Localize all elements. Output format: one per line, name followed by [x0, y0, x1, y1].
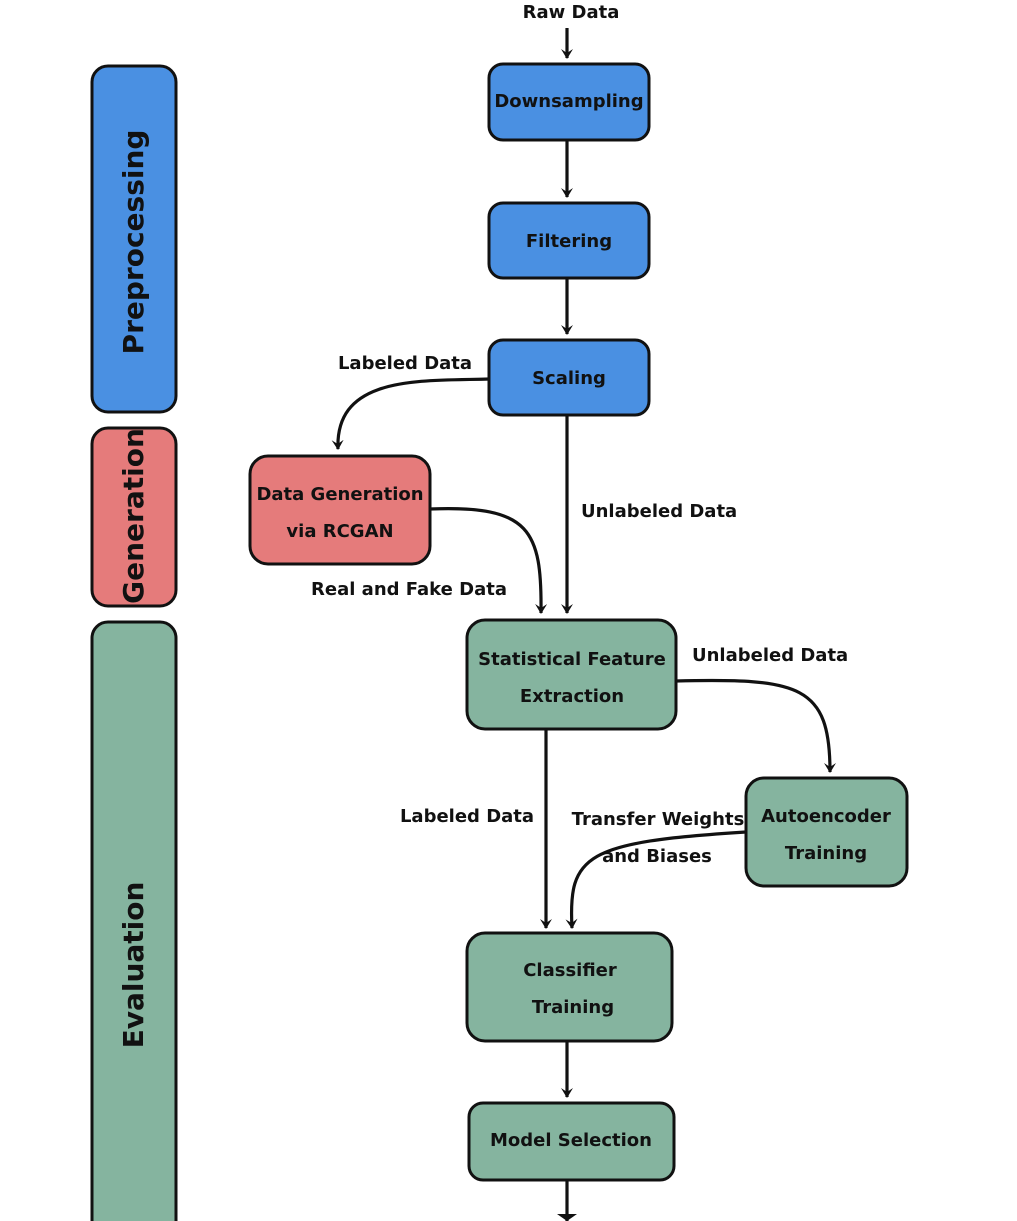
lane-evaluation-label: Evaluation — [117, 882, 150, 1049]
node-autoencoder-line2: Training — [785, 843, 867, 864]
edge-generation-features — [429, 506, 548, 614]
node-scaling: Scaling — [487, 338, 651, 417]
node-data-generation-line2: via RCGAN — [286, 521, 393, 542]
label-labeled-data-top: Labeled Data — [338, 353, 472, 374]
node-data-generation-line1: Data Generation — [256, 484, 423, 505]
node-model-selection: Model Selection — [467, 1101, 676, 1182]
node-autoencoder-line1: Autoencoder — [761, 806, 891, 827]
node-scaling-label: Scaling — [532, 368, 606, 389]
node-classifier-line2: Training — [532, 997, 614, 1018]
node-autoencoder: Autoencoder Training — [744, 776, 909, 888]
node-downsampling-label: Downsampling — [494, 91, 643, 112]
node-model-selection-label: Model Selection — [490, 1130, 652, 1151]
lane-generation-label: Generation — [117, 428, 150, 604]
edge-scaling-generation — [331, 377, 490, 450]
node-data-generation: Data Generation via RCGAN — [248, 454, 432, 566]
label-real-fake-data: Real and Fake Data — [311, 579, 507, 600]
lane-generation: Generation — [90, 426, 178, 608]
node-feature-extraction-line1: Statistical Feature — [478, 649, 666, 670]
label-unlabeled-data-right: Unlabeled Data — [692, 645, 848, 666]
node-feature-extraction: Statistical Feature Extraction — [465, 618, 678, 731]
edge-model-out-arrowhead — [557, 1214, 577, 1221]
edge-features-autoencoder — [675, 678, 836, 773]
label-and-biases: and Biases — [602, 846, 712, 867]
node-feature-extraction-line2: Extraction — [520, 686, 624, 707]
label-transfer-weights: Transfer Weights — [572, 809, 745, 830]
node-downsampling: Downsampling — [487, 62, 651, 142]
node-classifier-line1: Classifier — [523, 960, 617, 981]
label-unlabeled-data-main: Unlabeled Data — [581, 501, 737, 522]
lane-preprocessing-label: Preprocessing — [117, 130, 150, 355]
node-filtering-label: Filtering — [526, 231, 612, 252]
edge-autoencoder-classifier — [565, 830, 747, 929]
lane-preprocessing: Preprocessing — [90, 64, 178, 414]
label-raw-data: Raw Data — [523, 2, 620, 23]
node-classifier: Classifier Training — [465, 931, 674, 1043]
lane-evaluation: Evaluation — [90, 620, 178, 1221]
node-filtering: Filtering — [487, 201, 651, 280]
label-labeled-data-mid: Labeled Data — [400, 806, 534, 827]
